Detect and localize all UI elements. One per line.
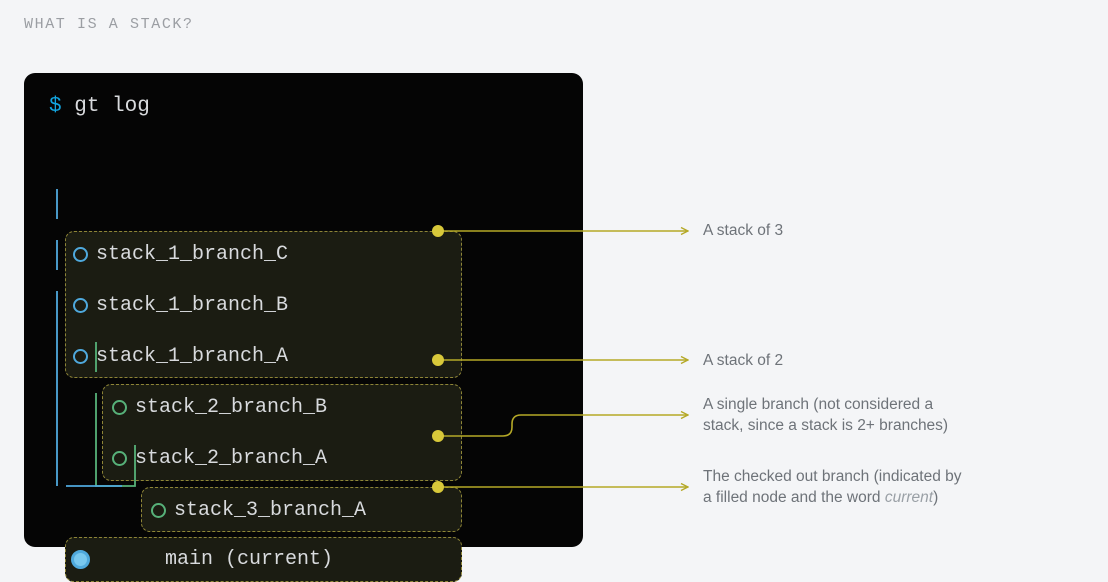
- branch-label: stack_1_branch_A: [96, 344, 289, 368]
- branch-node-filled-icon: [71, 549, 90, 569]
- branch-label: stack_1_branch_C: [96, 242, 289, 266]
- annotation-checked-out: The checked out branch (indicated by a f…: [703, 466, 962, 508]
- annotation-checked-out-line-1: The checked out branch (indicated by: [703, 468, 962, 485]
- branch-label: stack_3_branch_A: [174, 498, 367, 522]
- terminal-prompt-line: $ gt log: [49, 95, 150, 118]
- annotation-checked-out-emphasis: current: [884, 489, 934, 506]
- branch-label: stack_2_branch_B: [135, 395, 328, 419]
- page-title: WHAT IS A STACK?: [24, 16, 194, 33]
- branch-label: stack_2_branch_A: [135, 446, 328, 470]
- stack-group-3-box[interactable]: [141, 487, 462, 532]
- branch-label: stack_1_branch_B: [96, 293, 289, 317]
- branch-node-hollow-icon: [112, 450, 127, 466]
- annotation-checked-out-text-before: a filled node and the word: [703, 489, 885, 506]
- annotation-single-branch: A single branch (not considered a stack,…: [703, 394, 948, 436]
- branch-row-stack-1-branch-b[interactable]: stack_1_branch_B: [73, 292, 288, 318]
- branch-node-hollow-icon: [73, 348, 88, 364]
- annotation-single-branch-line-1: A single branch (not considered a: [703, 396, 934, 413]
- branch-node-hollow-icon: [73, 297, 88, 313]
- branch-row-main[interactable]: main (current): [71, 546, 333, 572]
- stack-group-1-box[interactable]: [65, 231, 462, 378]
- stack-group-2-box[interactable]: [102, 384, 462, 481]
- branch-row-stack-3-branch-a[interactable]: stack_3_branch_A: [151, 497, 366, 523]
- branch-row-stack-1-branch-a[interactable]: stack_1_branch_A: [73, 343, 288, 369]
- annotation-checked-out-line-2: a filled node and the word current): [703, 487, 962, 508]
- branch-node-hollow-icon: [151, 502, 166, 518]
- annotation-stack-of-3: A stack of 3: [703, 222, 784, 239]
- branch-row-stack-1-branch-c[interactable]: stack_1_branch_C: [73, 241, 288, 267]
- prompt-sigil: $: [49, 95, 62, 118]
- annotation-single-branch-line-2: stack, since a stack is 2+ branches): [703, 417, 949, 434]
- branch-row-stack-2-branch-b[interactable]: stack_2_branch_B: [112, 394, 327, 420]
- annotation-checked-out-text-after: ): [933, 489, 939, 506]
- branch-node-hollow-icon: [73, 246, 88, 262]
- branch-row-stack-2-branch-a[interactable]: stack_2_branch_A: [112, 445, 327, 471]
- branch-node-hollow-icon: [112, 399, 127, 415]
- terminal-command: gt log: [61, 95, 150, 118]
- annotation-stack-of-2: A stack of 2: [703, 352, 784, 369]
- terminal-window: $ gt log stack_1_branch_C stack_1_branch…: [24, 73, 583, 582]
- branch-label: main (current): [165, 547, 334, 571]
